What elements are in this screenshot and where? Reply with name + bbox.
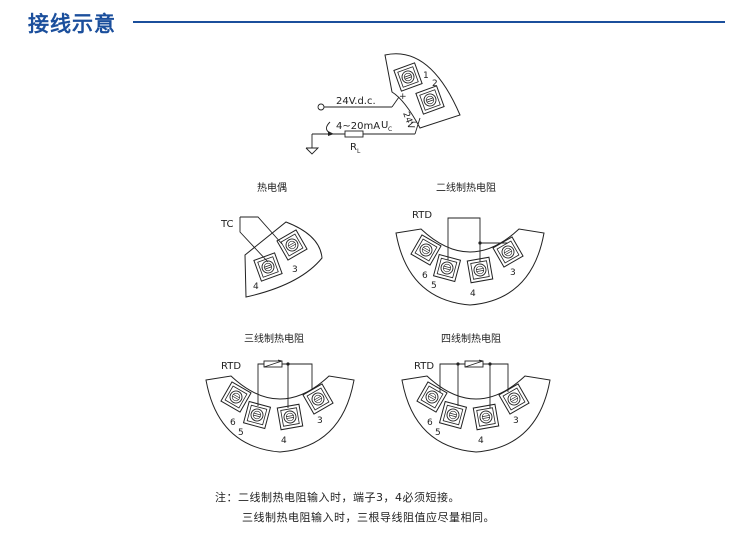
- rtd3-t6: 6: [230, 418, 236, 428]
- rtd4-t4: 4: [478, 436, 484, 446]
- rtd2-diagram: 二线制热电阻 6 5 4 3 RTD: [395, 181, 545, 306]
- rl-label: R: [350, 142, 357, 153]
- rtd4-diagram: 四线制热电阻 6 5 4 3 RTD: [401, 332, 551, 453]
- terminal-2-label: 2: [432, 79, 438, 89]
- current-label: 4~20mA: [336, 121, 380, 132]
- rtd4-probe-label: RTD: [414, 361, 434, 372]
- page-title: 接线示意: [28, 12, 116, 36]
- minus-sign: −: [410, 118, 418, 128]
- plus-sign: +: [399, 92, 407, 102]
- rtd2-t6: 6: [422, 271, 428, 281]
- terminal-4: [276, 403, 304, 431]
- rtd4-t3: 3: [513, 416, 519, 426]
- rtd2-t5: 5: [431, 281, 437, 291]
- tc-probe-label: TC: [220, 219, 234, 230]
- title-divider: [133, 21, 725, 23]
- supply-label: 24V.d.c.: [336, 96, 376, 107]
- terminal-1-label: 1: [423, 71, 429, 81]
- rtd4-title: 四线制热电阻: [441, 332, 501, 345]
- rtd4-sensor-icon: [464, 359, 484, 368]
- thermocouple-diagram: 热电偶 3 4 TC: [220, 181, 323, 298]
- rtd2-t4: 4: [470, 289, 476, 299]
- rl-subscript: L: [357, 148, 361, 155]
- load-resistor-icon: [344, 130, 364, 138]
- rtd2-title: 二线制热电阻: [436, 181, 496, 194]
- power-loop-diagram: 1 2 + 24V − 24V.d.c. 4~20mA U C R L: [305, 53, 461, 155]
- rtd3-t3: 3: [317, 416, 323, 426]
- uc-label: U: [381, 120, 388, 131]
- rtd3-title: 三线制热电阻: [244, 332, 304, 345]
- rtd3-t4: 4: [281, 436, 287, 446]
- uc-subscript: C: [388, 126, 392, 133]
- tc-title: 热电偶: [257, 181, 287, 194]
- rtd3-probe-label: RTD: [221, 361, 241, 372]
- rtd2-t3: 3: [510, 268, 516, 278]
- rtd4-t6: 6: [427, 418, 433, 428]
- rtd3-sensor-icon: [263, 359, 283, 368]
- rtd2-probe-label: RTD: [412, 210, 432, 221]
- terminal-4: [472, 403, 500, 431]
- tc-terminal-3-label: 3: [292, 265, 298, 275]
- note-line-2: 三线制热电阻输入时，三根导线阻值应尽量相同。: [242, 511, 495, 524]
- rtd4-t5: 5: [435, 428, 441, 438]
- tc-terminal-4-label: 4: [253, 282, 259, 292]
- ground-icon: [305, 147, 320, 155]
- note-line-1: 注：二线制热电阻输入时，端子3，4必须短接。: [215, 491, 460, 504]
- supply-terminal-icon: [317, 103, 325, 111]
- rtd3-t5: 5: [238, 428, 244, 438]
- rtd3-diagram: 三线制热电阻 6 5 4 3 RTD: [205, 332, 355, 453]
